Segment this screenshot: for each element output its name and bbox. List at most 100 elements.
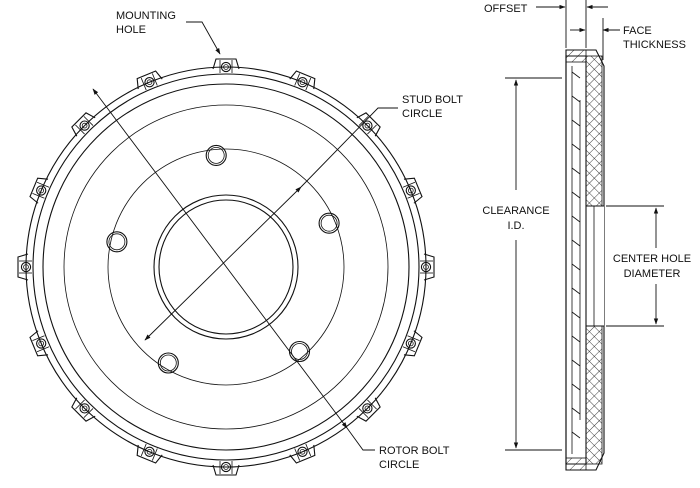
mounting-lug: [402, 330, 423, 357]
wall-tick: [571, 359, 581, 367]
wall-tick: [571, 311, 581, 319]
rotor-bolt-hole-inner: [364, 122, 371, 129]
mounting-lug: [136, 70, 163, 91]
rotor-bolt-hole-inner: [223, 64, 229, 70]
front-view: [17, 21, 435, 476]
rotor-bolt-hole: [79, 403, 90, 414]
wall-detail-ticks: [571, 71, 581, 439]
hat-wall-section: [565, 55, 587, 465]
center-hole-gap: [585, 206, 604, 326]
rotor-bolt-hole-inner: [407, 340, 414, 347]
outer-rim-circle: [25, 66, 427, 468]
rotor-bolt-hole: [144, 77, 155, 88]
mounting-lug: [29, 330, 50, 357]
mounting-lug: [289, 443, 316, 464]
rotor-bolt-hole: [297, 77, 308, 88]
mounting-hole-leader: [186, 21, 221, 55]
mounting-lug: [420, 253, 435, 281]
stud-hole: [106, 231, 128, 253]
rotor-bolt-hole-inner: [299, 79, 306, 85]
wall-tick: [571, 407, 581, 415]
mounting-lug: [29, 177, 50, 204]
wall-tick: [571, 95, 581, 103]
wall-tick: [571, 287, 581, 295]
mounting-lug: [212, 461, 240, 476]
face-thickness-label-line2: THICKNESS: [623, 39, 686, 51]
rotor-bolt-hole: [220, 61, 232, 73]
face-thickness-label-line1: FACE: [623, 25, 652, 37]
wall-tick: [571, 263, 581, 271]
rotor-bolt-hole-inner: [407, 187, 414, 194]
center-hole-label-line1: CENTER HOLE: [613, 253, 691, 265]
offset-label: OFFSET: [484, 3, 528, 15]
rotor-bolt-hole-inner: [223, 464, 229, 470]
mounting-hole-label-line1: MOUNTING: [116, 10, 176, 22]
rotor-bolt-hole: [405, 185, 416, 196]
rotor-bolt-hole: [362, 120, 373, 131]
rotor-bolt-circle-label-line2: CIRCLE: [379, 459, 419, 471]
rotor-bolt-circle-label-line1: ROTOR BOLT: [379, 445, 450, 457]
mounting-lug: [356, 112, 381, 137]
stud-hole-inner: [159, 354, 177, 372]
rotor-bolt-hole: [144, 446, 155, 457]
mounting-lug: [71, 397, 96, 422]
mounting-lug: [289, 70, 316, 91]
wall-hatch-bottom: [565, 457, 587, 471]
wall-tick: [571, 431, 581, 439]
clearance-label-line1: CLEARANCE: [482, 205, 549, 217]
mounting-hole-label-line2: HOLE: [116, 24, 146, 36]
mounting-lug: [71, 112, 96, 137]
stud-bolt-circle-label-line2: CIRCLE: [402, 108, 442, 120]
rotor-bolt-hole: [79, 120, 90, 131]
rotor-bolt-hole-inner: [146, 79, 153, 85]
rotor-bolt-circle-dimension: [92, 88, 348, 429]
stud-bolt-circle-label-line1: STUD BOLT: [402, 94, 463, 106]
outer-scalloped-rim: [17, 58, 435, 476]
mounting-lug: [136, 443, 163, 464]
mounting-lug: [212, 58, 240, 73]
stud-bolt-circle-dimension: [144, 186, 302, 341]
rotor-bolt-hole-inner: [364, 405, 371, 412]
wall-hatch-top: [565, 49, 587, 63]
wall-tick: [571, 143, 581, 151]
rotor-bolt-hole-inner: [81, 122, 88, 129]
wall-tick: [571, 167, 581, 175]
wall-tick: [571, 239, 581, 247]
rotor-bolt-hole: [36, 185, 47, 196]
rotor-bolt-hole: [420, 261, 432, 273]
hat-wall-circle: [42, 83, 410, 451]
wall-tick: [571, 335, 581, 343]
stud-bolt-leader: [300, 107, 398, 188]
rotor-bolt-hole-inner: [299, 448, 306, 455]
wall-tick: [571, 119, 581, 127]
stud-hole-inner: [320, 214, 338, 232]
wall-tick: [571, 383, 581, 391]
rotor-bolt-hole: [220, 461, 232, 473]
rotor-bolt-hole: [405, 338, 416, 349]
rotor-bolt-holes: [20, 61, 432, 473]
stud-hole-inner: [108, 233, 126, 251]
wall-tick: [571, 71, 581, 79]
stud-hole: [288, 340, 311, 363]
rotor-bolt-hole: [36, 338, 47, 349]
wall-tick: [571, 191, 581, 199]
rotor-bolt-hole-inner: [423, 264, 429, 270]
center-hole-label-line2: DIAMETER: [624, 268, 681, 280]
rotor-bolt-hole-inner: [146, 448, 153, 455]
rotor-bolt-hole-inner: [38, 340, 44, 347]
stud-hole: [318, 212, 340, 234]
clearance-label-line2: I.D.: [507, 220, 524, 232]
rotor-bolt-leader: [346, 427, 375, 451]
rotor-bolt-hole: [362, 403, 373, 414]
rotor-bolt-hole-inner: [23, 264, 29, 270]
side-section-view: [505, 0, 664, 471]
rotor-bolt-hole-inner: [81, 405, 88, 412]
inner-rim-circle: [32, 73, 420, 461]
mounting-lug: [356, 397, 381, 422]
rotor-bolt-hole: [297, 446, 308, 457]
rotor-bolt-hole-inner: [38, 187, 44, 194]
rotor-bolt-hole: [20, 261, 32, 273]
mounting-lug: [402, 177, 423, 204]
wall-tick: [571, 215, 581, 223]
